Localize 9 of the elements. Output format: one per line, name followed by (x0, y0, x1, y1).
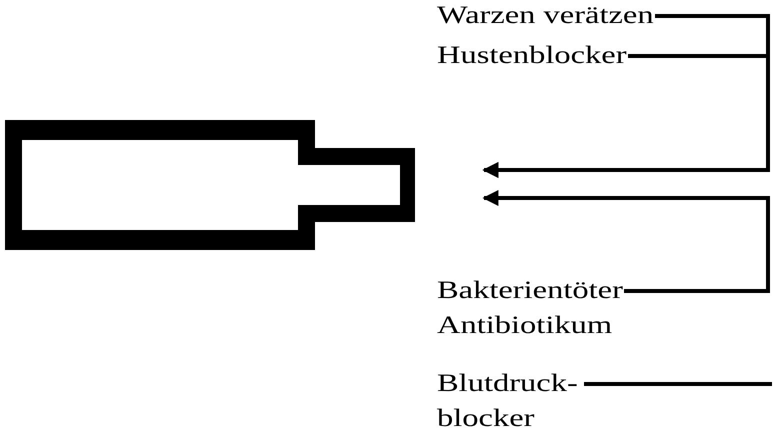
drug-label: Antibiotikum (437, 312, 614, 340)
bottle-drawing (5, 120, 416, 251)
arrow (482, 54, 770, 178)
line (584, 382, 772, 386)
drug-label: Warzen verätzen (437, 2, 654, 30)
drug-label: Bakterientöter (437, 277, 623, 305)
drug-label: Hustenblocker (437, 42, 627, 70)
arrow (482, 190, 770, 293)
drug-label: Blutdruck- blocker (437, 366, 583, 431)
